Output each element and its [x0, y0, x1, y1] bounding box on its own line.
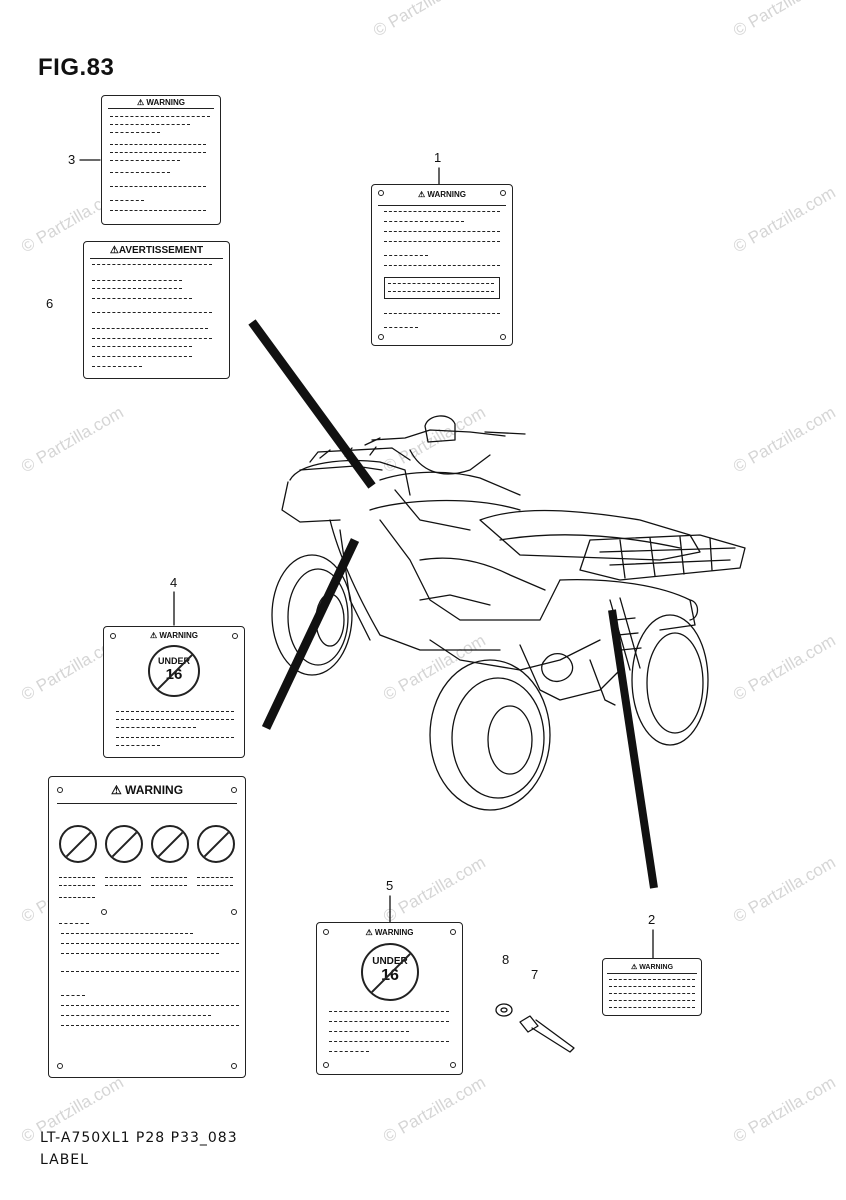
prohibition-icon	[59, 825, 97, 863]
label-4-title: ⚠ WARNING	[149, 631, 199, 640]
label-3-title: ⚠ WARNING	[136, 98, 186, 107]
label-4-under16-warning: ⚠ WARNING UNDER 16	[103, 626, 245, 758]
label-2-title: ⚠ WARNING	[630, 964, 674, 971]
warning-triangle-icon: ⚠	[149, 631, 158, 640]
warning-triangle-icon: ⚠	[630, 964, 638, 971]
figure-title: FIG.83	[38, 54, 115, 81]
callout-1: 1	[434, 150, 442, 165]
label-3-warning: ⚠ WARNING	[101, 95, 221, 225]
warning-triangle-icon: ⚠	[109, 245, 119, 256]
label-5-title: ⚠ WARNING	[365, 928, 414, 937]
label-6-title: ⚠AVERTISSEMENT	[109, 245, 204, 256]
warning-triangle-icon: ⚠	[365, 928, 373, 937]
prohibition-icon	[197, 825, 235, 863]
callout-5: 5	[386, 878, 394, 893]
callout-3: 3	[68, 152, 76, 167]
label-4-warning-panel: ⚠ WARNING	[48, 776, 246, 1078]
callout-7: 7	[531, 967, 539, 982]
under-16-prohibition-icon: UNDER 16	[361, 943, 419, 1001]
callout-2: 2	[648, 912, 656, 927]
warning-triangle-icon: ⚠	[136, 98, 145, 107]
label-panel-title: ⚠ WARNING	[110, 783, 184, 797]
label-1-warning: ⚠ WARNING	[371, 184, 513, 346]
callout-8: 8	[502, 952, 510, 967]
figure-name: LABEL	[40, 1152, 89, 1168]
label-6-avertissement: ⚠AVERTISSEMENT	[83, 241, 230, 379]
callout-4: 4	[170, 575, 178, 590]
callout-6: 6	[46, 296, 54, 311]
figure-code: LT-A750XL1 P28 P33_083	[40, 1130, 238, 1146]
label-1-title: ⚠ WARNING	[417, 190, 467, 199]
prohibition-icon	[105, 825, 143, 863]
warning-triangle-icon: ⚠	[110, 783, 122, 797]
label-5-under16-warning: ⚠ WARNING UNDER 16	[316, 922, 463, 1075]
warning-triangle-icon: ⚠	[417, 190, 426, 199]
under-16-prohibition-icon: UNDER 16	[148, 645, 200, 697]
prohibition-icon	[151, 825, 189, 863]
label-2-warning: ⚠ WARNING	[602, 958, 702, 1016]
